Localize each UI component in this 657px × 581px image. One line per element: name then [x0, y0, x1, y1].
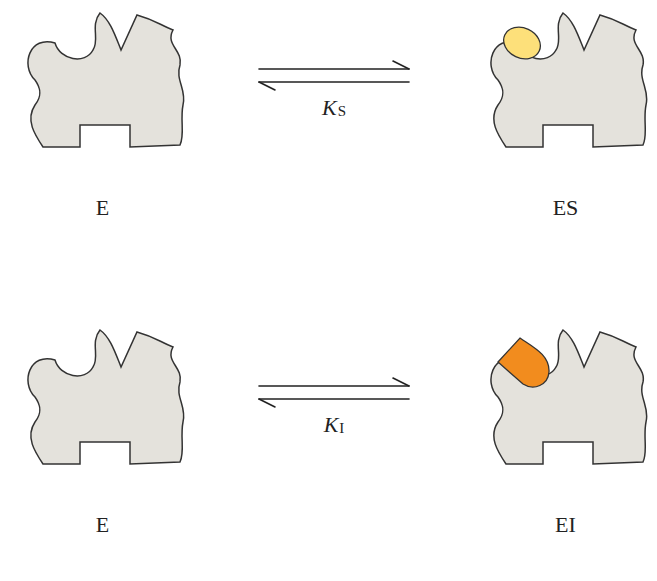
enzyme-shape — [478, 5, 653, 155]
species-label: EI — [478, 512, 653, 538]
enzyme-node: EI — [478, 322, 653, 550]
equilibrium-arrow — [259, 61, 409, 90]
equilibrium-arrow — [259, 378, 409, 407]
enzyme-shape — [15, 322, 190, 472]
enzyme-node: ES — [478, 5, 653, 233]
enzyme-shape — [15, 5, 190, 155]
species-label: E — [15, 195, 190, 221]
enzyme-node: E — [15, 5, 190, 233]
constant-label: KS — [322, 96, 346, 119]
species-label: E — [15, 512, 190, 538]
inhibitor-symbol — [498, 338, 549, 387]
species-label: ES — [478, 195, 653, 221]
constant-label: KI — [324, 413, 345, 436]
enzyme-node: E — [15, 322, 190, 550]
enzyme-shape — [478, 322, 653, 472]
substrate-symbol — [498, 21, 545, 64]
